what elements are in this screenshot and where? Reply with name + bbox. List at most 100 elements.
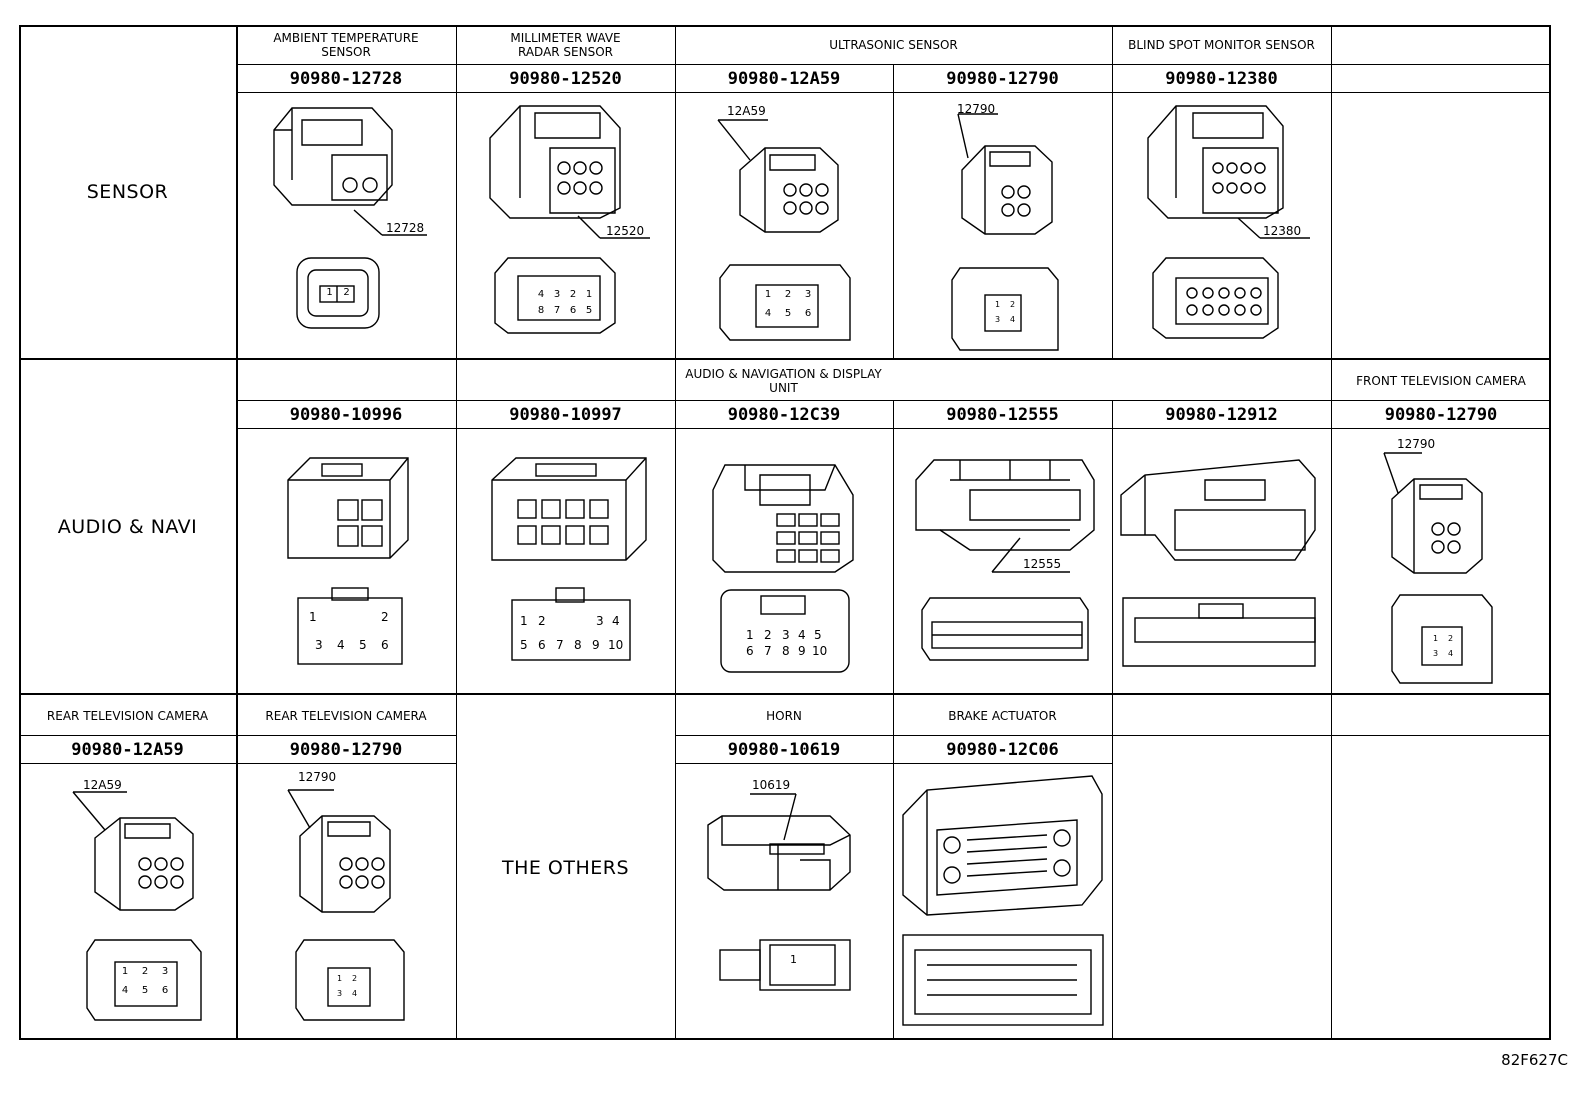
callout-label: 12A59 [83, 778, 122, 792]
pin-label: 1 [336, 974, 343, 983]
callout-label: 12555 [1023, 557, 1062, 571]
part-number: 90980-12C39 [727, 404, 841, 425]
pin-label: 6 [804, 308, 812, 319]
callout-label: 12790 [298, 770, 337, 784]
pin-label: 8 [782, 644, 790, 658]
part-number: 90980-12728 [289, 68, 403, 89]
callout-label: 12790 [957, 102, 996, 116]
connector-12a59-drawing [717, 119, 851, 341]
pin-label: 2 [381, 610, 389, 624]
pin-labels: 1 2 3 4 5 6 [305, 600, 401, 660]
connector-12555-drawing [915, 459, 1095, 661]
header-divider [19, 735, 456, 736]
column-divider [1112, 25, 1113, 360]
figure-code: 82F627C [1501, 1051, 1568, 1069]
column-divider [893, 64, 894, 360]
connector-name: HORN [766, 708, 802, 723]
pin-label: 3 [804, 289, 812, 300]
category-others: THE OTHERS [501, 856, 630, 879]
connector-name: AMBIENT TEMPERATURE SENSOR [273, 31, 419, 59]
pin-label: 4 [764, 308, 772, 319]
pin-label: 4 [337, 638, 345, 652]
callout-label: 12380 [1263, 224, 1302, 238]
pin-label: 2 [764, 628, 772, 642]
part-number: 90980-12C06 [946, 739, 1059, 760]
column-divider [1112, 400, 1113, 1040]
pin-label: 9 [798, 644, 806, 658]
pin-label: 6 [161, 985, 169, 996]
connector-ambient-temp-drawing [273, 107, 427, 329]
part-number: 90980-12790 [289, 739, 403, 760]
pin-label: 5 [585, 305, 593, 316]
pin-label: 4 [351, 989, 358, 998]
connector-front-tv-12790-drawing [1383, 452, 1493, 684]
pin-label: 10 [812, 644, 828, 658]
connector-name: FRONT TELEVISION CAMERA [1356, 373, 1526, 388]
part-number: 90980-10619 [727, 739, 841, 760]
pin-label: 6 [746, 644, 754, 658]
pin-label: 5 [784, 308, 792, 319]
pin-label: 4 [1009, 315, 1016, 324]
pin-label: 1 [790, 953, 797, 966]
pin-label: 4 [612, 614, 620, 628]
pin-label: 2 [538, 614, 546, 628]
connector-12790-drawing [951, 113, 1059, 351]
category-sensor: SENSOR [86, 180, 169, 203]
part-number: 90980-10997 [509, 404, 622, 425]
connector-12912-drawing [1120, 459, 1316, 667]
connector-name: REAR TELEVISION CAMERA [265, 708, 427, 723]
column-divider [893, 400, 894, 1040]
pin-label: 2 [784, 289, 792, 300]
part-number: 90980-12555 [946, 404, 1059, 425]
connector-mmwave-drawing [489, 105, 650, 334]
column-divider [236, 695, 238, 1040]
callout-label: 12790 [1397, 437, 1436, 451]
connector-name: REAR TELEVISION CAMERA [46, 708, 209, 723]
column-divider [1331, 25, 1332, 1040]
callout-label: 10619 [752, 778, 791, 792]
part-number: 90980-12380 [1165, 68, 1278, 89]
pin-label: 8 [537, 305, 545, 316]
pin-label: 3 [1432, 649, 1439, 658]
connector-rear-tv-12a59-drawing [72, 791, 202, 1021]
pin-label: 6 [569, 305, 577, 316]
header-divider [236, 64, 1551, 65]
pin-labels: 1 2 3 4 5 6 [758, 289, 818, 319]
pin-label: 7 [553, 305, 561, 316]
pin-label: 1 [1432, 634, 1439, 643]
pin-label: 1 [121, 966, 129, 977]
pin-labels: 1 2 3 4 5 6 [115, 966, 175, 996]
pin-labels: 4 3 2 1 8 7 6 5 [533, 289, 597, 316]
pin-label: 3 [782, 628, 790, 642]
connector-name: BLIND SPOT MONITOR SENSOR [1128, 38, 1315, 52]
pin-label: 3 [315, 638, 323, 652]
pin-labels: 1 2 3 4 [1428, 634, 1458, 658]
connector-12c39-drawing [712, 464, 854, 673]
connector-name: ULTRASONIC SENSOR [829, 38, 958, 52]
pin-label: 7 [764, 644, 772, 658]
pin-labels: 1 2 3 4 [990, 300, 1020, 324]
part-number: 90980-10996 [289, 404, 403, 425]
pin-label: 4 [537, 289, 545, 300]
category-audio-navi: AUDIO & NAVI [57, 515, 198, 538]
pin-labels: 1 2 [321, 287, 377, 298]
pin-label: 1 [746, 628, 754, 642]
pin-label: 8 [574, 638, 582, 652]
pin-label: 2 [351, 974, 358, 983]
connector-12380-drawing [1147, 105, 1310, 339]
connector-table [19, 25, 1551, 1040]
pin-label: 5 [520, 638, 528, 652]
pin-label: 3 [553, 289, 561, 300]
pin-label: 1 [994, 300, 1001, 309]
pin-label: 1 [585, 289, 593, 300]
header-divider [19, 763, 456, 764]
callout-label: 12520 [606, 224, 645, 238]
pin-label: 1 [326, 287, 333, 298]
pin-label: 2 [569, 289, 577, 300]
pin-label: 3 [336, 989, 343, 998]
header-divider [236, 92, 1551, 93]
connector-horn-drawing [707, 793, 851, 991]
pin-label: 4 [798, 628, 806, 642]
part-number: 90980-12912 [1165, 404, 1278, 425]
header-divider [236, 400, 1551, 401]
